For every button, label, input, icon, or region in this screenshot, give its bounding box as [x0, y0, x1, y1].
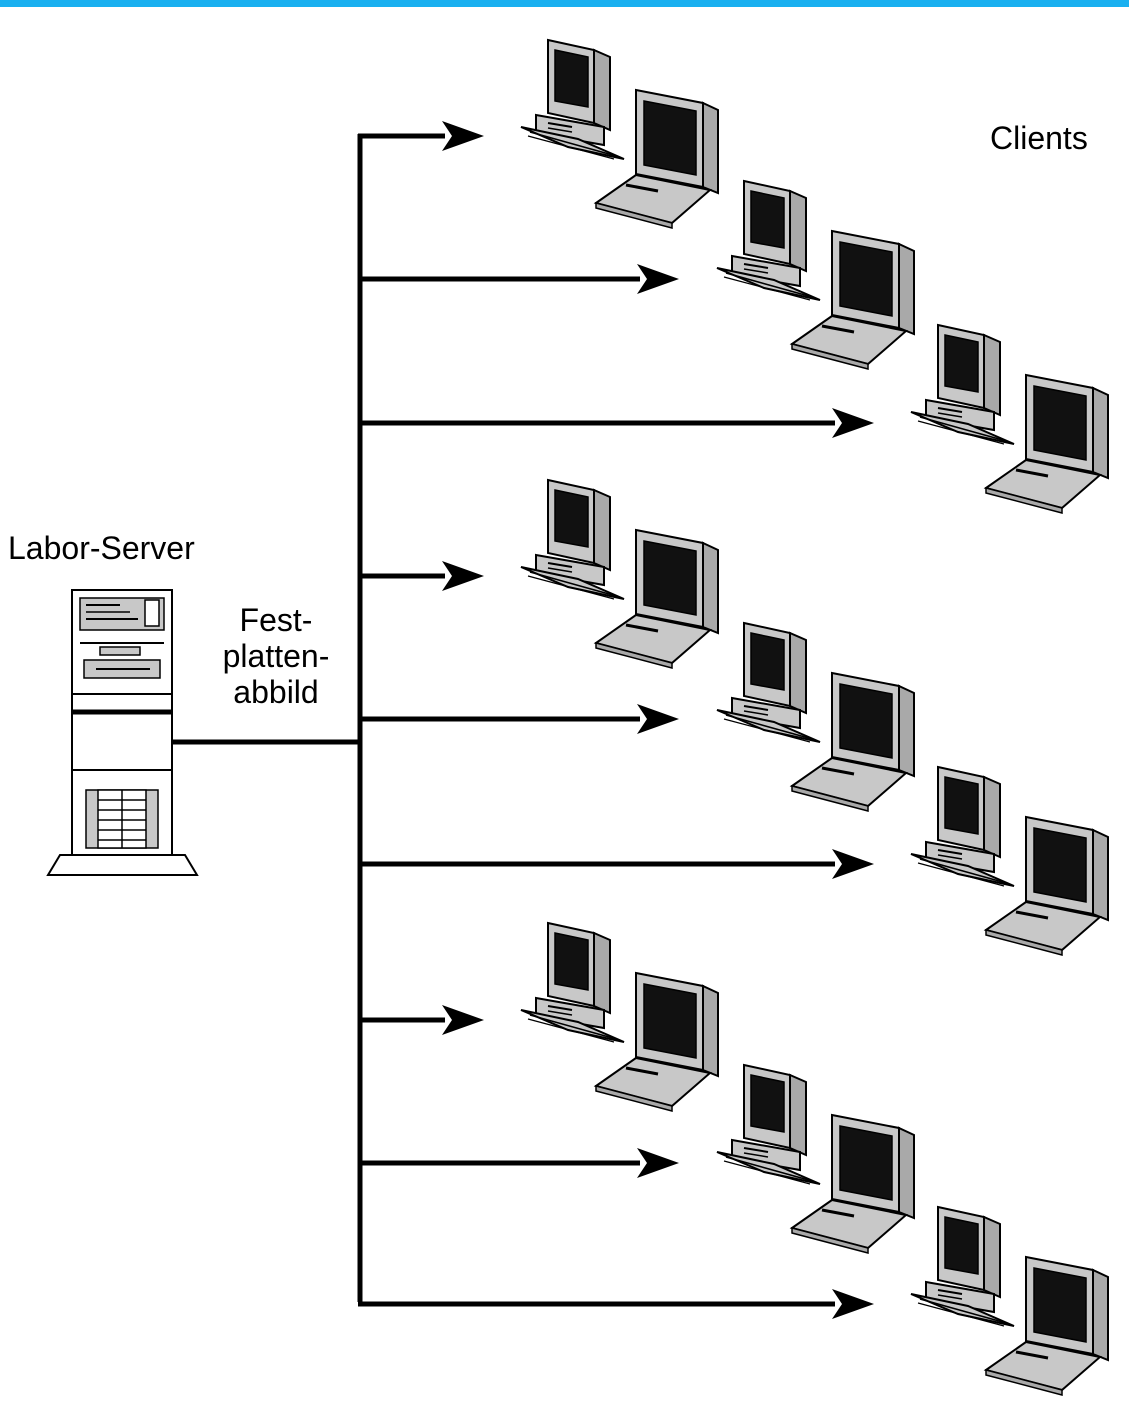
workstation-icon	[519, 38, 720, 230]
arrow-icon	[832, 849, 874, 879]
arrow-icon	[637, 1148, 679, 1178]
workstation-icon	[715, 621, 916, 813]
disk-image-label: Fest- platten- abbild	[206, 602, 346, 710]
server-label: Labor-Server	[8, 530, 195, 566]
top-accent-bar	[0, 0, 1129, 7]
disk-image-label-line: Fest-	[239, 602, 313, 638]
connections	[172, 133, 835, 1307]
workstation-icon	[715, 1063, 916, 1255]
workstation-icon	[909, 765, 1110, 957]
server-tower-icon	[46, 589, 199, 876]
disk-image-label-line: abbild	[233, 674, 319, 710]
arrow-icon	[637, 704, 679, 734]
arrow-icon	[637, 264, 679, 294]
workstation-icon	[519, 478, 720, 670]
workstation-icon	[715, 179, 916, 371]
arrow-icon	[442, 1005, 484, 1035]
clients-label: Clients	[990, 120, 1088, 156]
workstation-icon	[909, 323, 1110, 515]
arrow-icon	[442, 121, 484, 151]
workstation-icon	[519, 921, 720, 1113]
disk-image-label-line: platten-	[222, 638, 330, 674]
workstation-icon	[909, 1205, 1110, 1397]
arrow-icon	[832, 408, 874, 438]
arrow-icon	[832, 1289, 874, 1319]
arrow-icon	[442, 561, 484, 591]
